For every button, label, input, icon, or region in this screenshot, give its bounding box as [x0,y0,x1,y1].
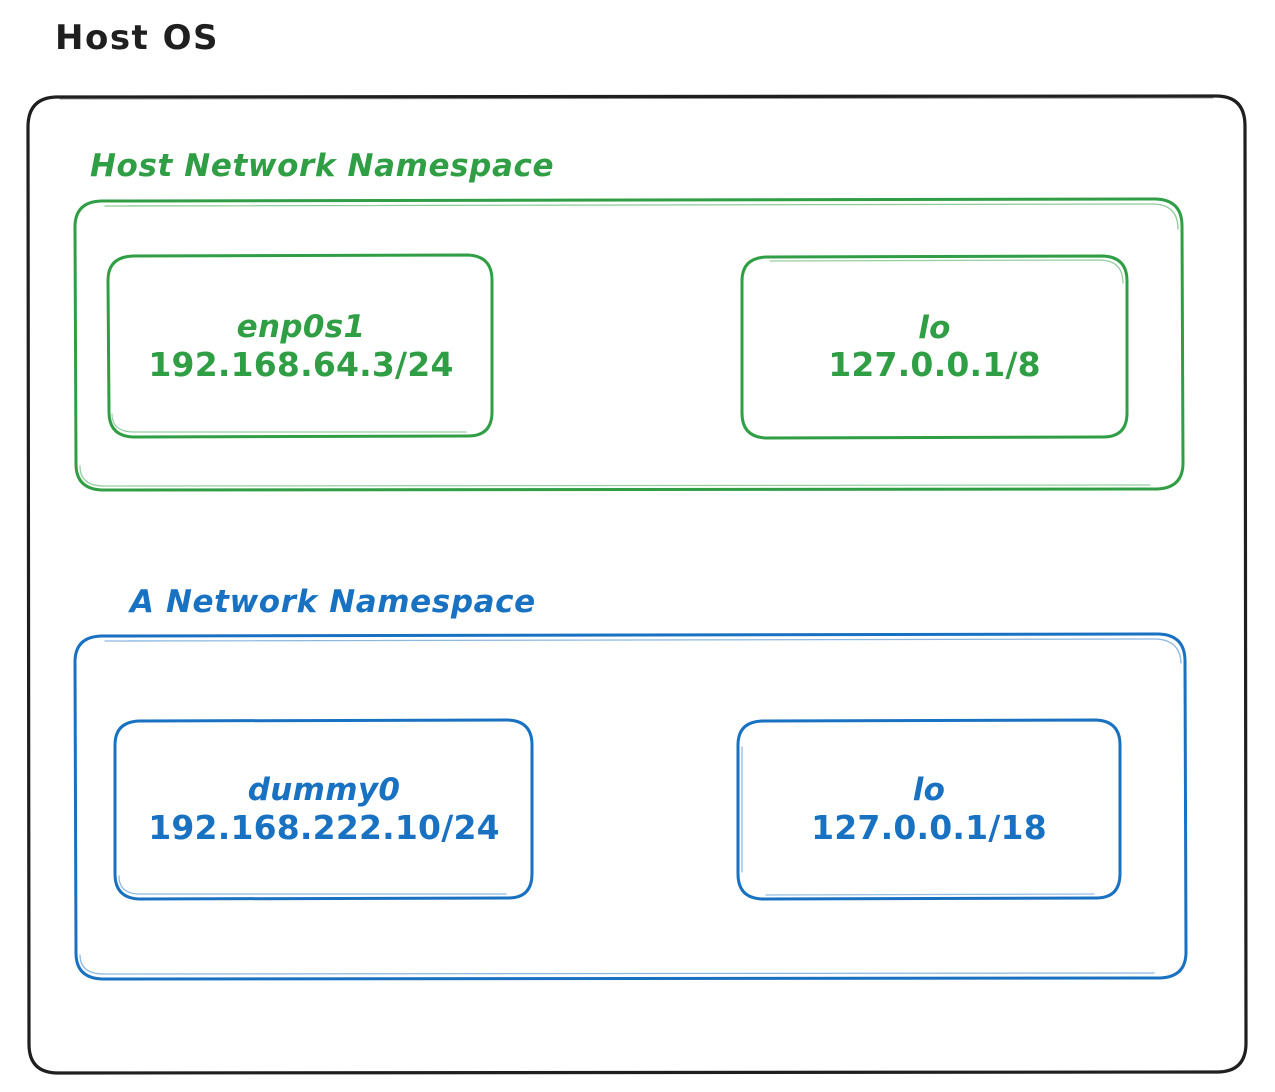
interface-name: dummy0 [247,772,401,809]
interface-address: 192.168.64.3/24 [148,344,454,384]
interface-dummy0[interactable]: dummy0 192.168.222.10/24 [116,722,532,898]
lo-host-box [740,254,1129,440]
interface-address: 127.0.0.1/8 [828,345,1041,385]
interface-name: lo [918,309,951,346]
interface-name: lo [912,772,946,809]
lo-ns-box [736,718,1122,901]
a-network-namespace-label: A Network Namespace [130,584,536,620]
interface-address: 127.0.0.1/18 [811,807,1047,847]
interface-name: enp0s1 [236,309,366,346]
interface-enp0s1[interactable]: enp0s1 192.168.64.3/24 [110,258,492,436]
host-network-namespace-box [73,197,1185,492]
interface-address: 192.168.222.10/24 [148,807,500,847]
enp0s1-box [106,253,494,439]
host-network-namespace-label: Host Network Namespace [90,148,555,184]
interface-lo-namespace[interactable]: lo 127.0.0.1/18 [738,722,1120,898]
interface-lo-host[interactable]: lo 127.0.0.1/8 [742,258,1127,437]
dummy0-box [113,718,534,901]
host-os-box [26,94,1248,1075]
a-network-namespace-box [73,632,1188,981]
page-title: Host OS [55,18,220,58]
